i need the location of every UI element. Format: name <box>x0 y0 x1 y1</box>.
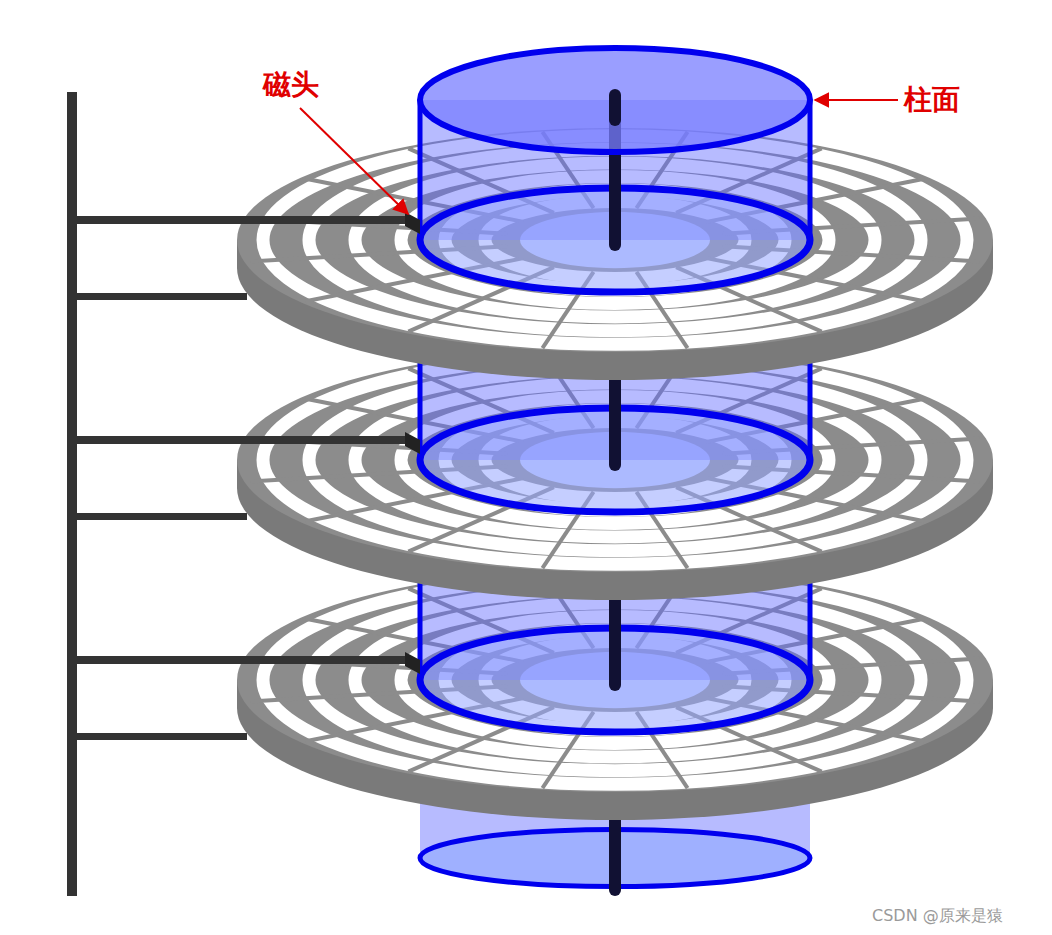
head-arm <box>72 656 412 664</box>
head-arm <box>72 733 247 740</box>
part-label: 磁头 <box>263 66 319 104</box>
cylinder-edge <box>808 100 813 240</box>
watermark: CSDN @原来是猿 <box>872 906 1003 927</box>
read-write-head <box>405 432 420 454</box>
part-label: 柱面 <box>904 81 960 119</box>
cylinder-edge <box>418 100 423 240</box>
spindle <box>609 95 621 120</box>
head-arm <box>72 436 412 444</box>
head-arm <box>72 293 247 300</box>
head-arm <box>72 216 412 224</box>
read-write-head <box>405 212 420 234</box>
leader-arrow <box>300 108 408 214</box>
read-write-head <box>405 652 420 674</box>
actuator-bar <box>67 92 77 896</box>
cylinder-top <box>420 48 810 152</box>
leader-arrow <box>815 99 898 101</box>
head-arm <box>72 513 247 520</box>
